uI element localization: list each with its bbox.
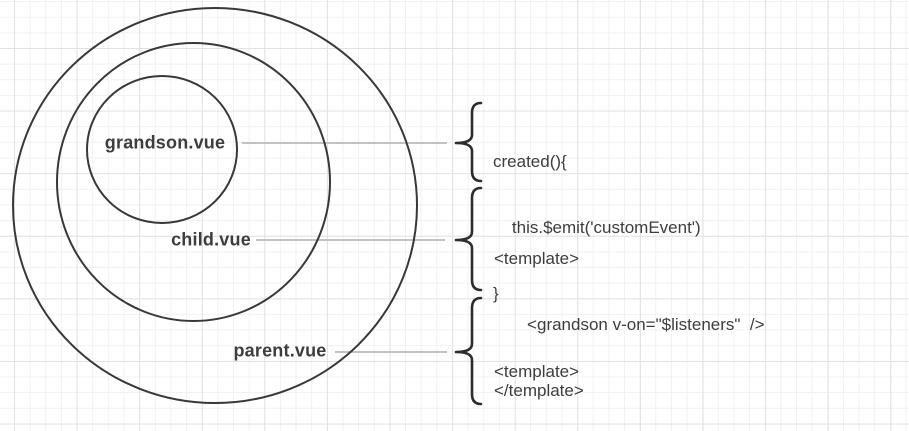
code-line: <child @customEvent="customhandle" /> xyxy=(494,427,839,431)
parent-code-block: <template> <child @customEvent="customha… xyxy=(494,317,839,431)
grandson-code-block: created(){ this.$emit('customEvent') } xyxy=(493,107,701,349)
parent-circle-label: parent.vue xyxy=(233,340,327,361)
grandson-code-brace xyxy=(454,101,483,183)
child-circle-label: child.vue xyxy=(171,229,251,250)
code-line: </template> xyxy=(494,381,584,400)
parent-circle xyxy=(12,7,418,404)
grandson-circle xyxy=(86,75,238,224)
child-circle xyxy=(56,42,331,322)
child-code-block: <template> <grandson v-on="$listeners" /… xyxy=(494,204,765,431)
code-line: created(){ xyxy=(493,152,567,171)
grandson-circle-label: grandson.vue xyxy=(104,132,226,153)
code-line: <template> xyxy=(494,362,580,381)
parent-code-brace xyxy=(454,296,483,406)
child-code-brace xyxy=(454,186,483,292)
code-line: <template> xyxy=(494,249,580,268)
code-line: <grandson v-on="$listeners" /> xyxy=(494,315,765,334)
code-line: } xyxy=(493,284,499,303)
code-line: this.$emit('customEvent') xyxy=(493,218,701,237)
